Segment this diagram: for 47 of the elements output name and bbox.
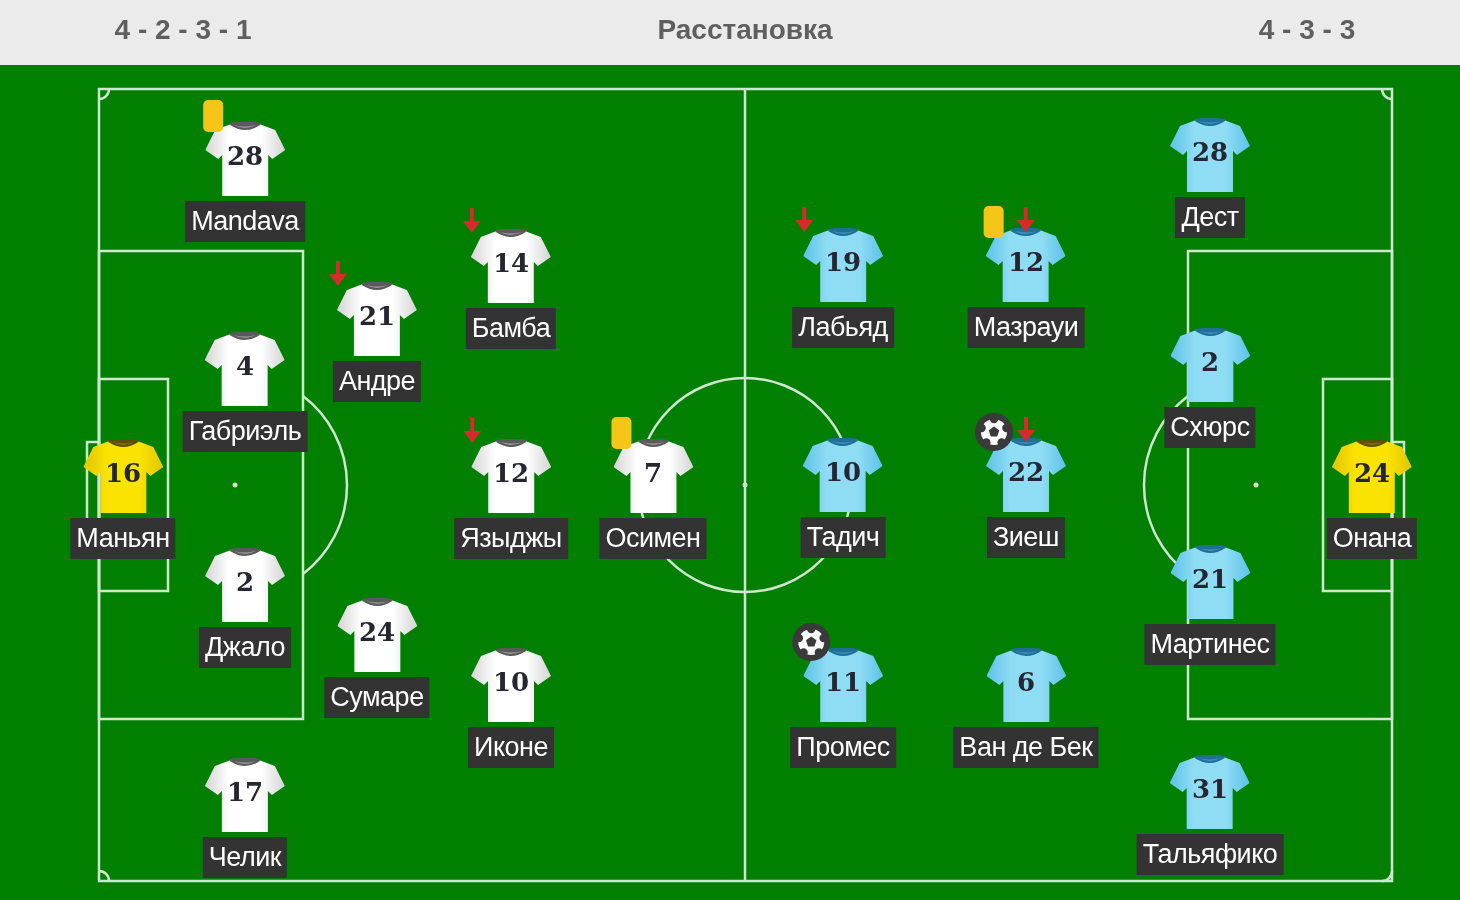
player-name-label: Андре [332,361,422,402]
jersey-number: 14 [492,247,530,279]
jersey-number: 28 [1191,136,1229,168]
player-name-label: Онана [1326,518,1418,559]
jersey-number: 11 [824,666,862,698]
jersey-number: 22 [1007,456,1045,488]
jersey-number: 24 [1353,457,1391,489]
player-name-label: Челик [202,837,288,878]
player-name-label: Иконе [468,727,554,768]
player-name-label: Ван де Бек [953,727,1099,768]
player-name-label: Сумаре [324,677,430,718]
jersey-number: 24 [358,616,396,648]
jersey-number: 2 [235,566,255,598]
formation-label: 4 - 2 - 3 - 1 [114,13,252,47]
jersey-number: 12 [1007,246,1045,278]
player-name-label: Бамба [465,308,557,349]
player-name-label: Схюрс [1164,407,1256,448]
player-name-label: Маньян [70,518,176,559]
player-name-label: Зиеш [986,517,1066,558]
jersey-number: 6 [1016,666,1036,698]
jersey-number: 16 [104,457,142,489]
jersey-number: 10 [492,666,530,698]
jersey-number: 4 [235,350,255,382]
jersey-number: 21 [1191,563,1229,595]
player-name-label: Языджы [454,518,568,559]
player-name-label: Промес [790,727,896,768]
player-name-label: Mandava [185,201,305,242]
player-name-label: Мазрауи [967,307,1085,348]
player-name-label: Дест [1175,197,1245,238]
jersey-number: 31 [1191,773,1229,805]
jersey-number: 7 [643,457,663,489]
jersey-number: 10 [824,456,862,488]
player-name-label: Осимен [599,518,707,559]
jersey-number: 28 [226,140,264,172]
player-name-label: Габриэль [182,411,308,452]
jersey-number: 21 [358,300,396,332]
jersey-number: 2 [1200,346,1220,378]
player-name-label: Тальяфико [1136,834,1284,875]
player-name-label: Лабьяд [792,307,894,348]
player-name-label: Тадич [800,517,886,558]
jersey-number: 17 [226,776,264,808]
player-name-label: Джало [199,627,291,668]
player-name-label: Мартинес [1144,624,1276,665]
jersey-number: 19 [824,246,862,278]
jersey-number: 12 [492,457,530,489]
title: Расстановка [657,13,833,47]
formation-label: 4 - 3 - 3 [1258,13,1356,47]
